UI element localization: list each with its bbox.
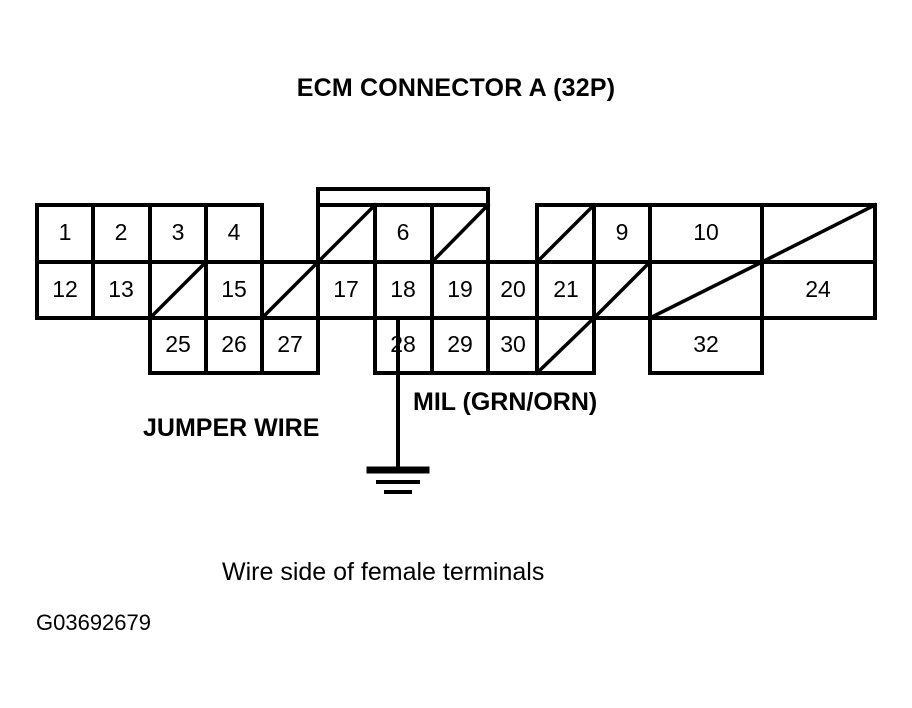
pin-label-15: 15 bbox=[221, 276, 247, 302]
pin-label-17: 17 bbox=[333, 276, 359, 302]
bottom-row-right-block bbox=[648, 316, 764, 375]
blank-diagonal-pin-11 bbox=[759, 202, 878, 265]
pin-label-19: 19 bbox=[447, 276, 473, 302]
pin-label-9: 9 bbox=[616, 219, 629, 245]
bottom-row-pin-labels: 25 26 27 28 29 30 32 bbox=[165, 331, 719, 357]
pin-label-6: 6 bbox=[397, 219, 410, 245]
pin-label-13: 13 bbox=[108, 276, 134, 302]
figure-code: G03692679 bbox=[36, 610, 151, 635]
pin-label-26: 26 bbox=[221, 331, 247, 357]
jumper-wire-label: JUMPER WIRE bbox=[143, 414, 320, 442]
page-title: ECM CONNECTOR A (32P) bbox=[296, 74, 616, 102]
pin-label-32: 32 bbox=[693, 331, 719, 357]
blank-diagonal-pin-23 bbox=[647, 259, 765, 321]
pin-label-10: 10 bbox=[693, 219, 719, 245]
mil-signal-label: MIL (GRN/ORN) bbox=[413, 388, 598, 416]
blank-diagonal-pin-22 bbox=[591, 259, 653, 321]
blank-diagonal-pin-8 bbox=[534, 202, 597, 265]
bottom-row-left-block bbox=[148, 316, 320, 375]
top-row-pin-labels: 1 2 3 4 6 9 10 bbox=[59, 219, 719, 245]
pin-label-20: 20 bbox=[500, 276, 526, 302]
pin-label-18: 18 bbox=[390, 276, 416, 302]
blank-diagonal-pin-14 bbox=[147, 259, 209, 321]
pin-label-24: 24 bbox=[805, 276, 831, 302]
pin-label-3: 3 bbox=[172, 219, 185, 245]
pin-label-27: 27 bbox=[277, 331, 303, 357]
bottom-row-middle-block bbox=[373, 316, 596, 375]
pin-label-21: 21 bbox=[553, 276, 579, 302]
blank-diagonal-pin-16 bbox=[259, 259, 321, 321]
blank-diagonal-pin-5 bbox=[315, 202, 378, 265]
pin-label-25: 25 bbox=[165, 331, 191, 357]
pin-label-1: 1 bbox=[59, 219, 72, 245]
figure-caption: Wire side of female terminals bbox=[222, 558, 545, 586]
middle-row-pin-labels: 12 13 15 17 18 19 20 21 24 bbox=[52, 276, 831, 302]
pin-label-2: 2 bbox=[115, 219, 128, 245]
pin-label-30: 30 bbox=[500, 331, 526, 357]
pin-label-12: 12 bbox=[52, 276, 78, 302]
mil-wire-to-ground bbox=[366, 316, 430, 494]
blank-diagonal-pin-31 bbox=[534, 315, 597, 376]
blank-cell-diagonals bbox=[147, 202, 878, 376]
pin-label-4: 4 bbox=[228, 219, 241, 245]
pin-label-28: 28 bbox=[390, 331, 416, 357]
pin-label-29: 29 bbox=[447, 331, 473, 357]
blank-diagonal-pin-7 bbox=[429, 202, 491, 265]
